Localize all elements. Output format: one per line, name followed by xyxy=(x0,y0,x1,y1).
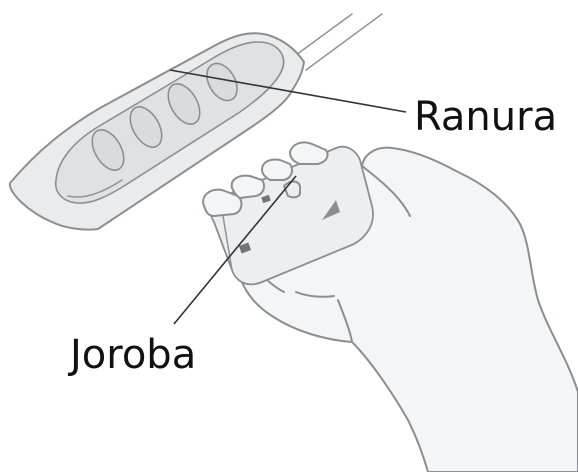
cable-lines xyxy=(296,14,382,70)
groove-label: Ranura xyxy=(414,94,557,140)
bump-label: Joroba xyxy=(67,332,196,378)
